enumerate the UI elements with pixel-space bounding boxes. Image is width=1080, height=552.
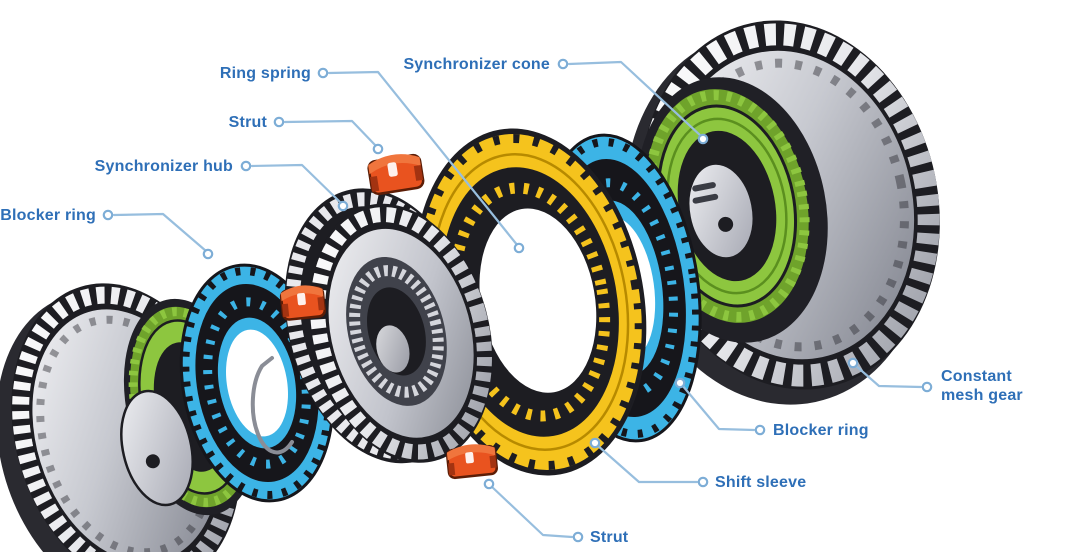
leader-dot — [557, 58, 569, 70]
callout-strut-bottom: Strut — [483, 478, 629, 546]
synchronizer-hub-label: Synchronizer hub — [95, 158, 233, 175]
leader-line — [489, 484, 574, 539]
constant-mesh-gear-label-line2: mesh gear — [941, 387, 1023, 404]
strut-top-part — [367, 153, 425, 196]
strut-bottom-label: Strut — [590, 529, 629, 546]
leader-dot — [921, 381, 933, 393]
gear-bore-left — [120, 389, 194, 507]
synchronizer-hub-part — [284, 188, 493, 464]
sleeve-hole — [479, 208, 597, 393]
leader-line — [250, 163, 343, 205]
leader-line — [853, 363, 923, 389]
hub-bore-glint — [376, 325, 410, 373]
blocker-ring-right-label: Blocker ring — [773, 422, 869, 439]
leader-line — [595, 443, 699, 484]
leader-line — [283, 119, 378, 148]
leader-dot — [202, 248, 214, 260]
ring-spring-label: Ring spring — [220, 65, 311, 82]
callout-shift-sleeve: Shift sleeve — [589, 437, 806, 491]
bore-slot — [692, 193, 719, 204]
constant-mesh-gear-label-line1: Constant — [941, 368, 1012, 385]
callout-strut-top: Strut — [229, 114, 384, 155]
bore-hole — [145, 454, 160, 469]
gear-teeth — [640, 23, 940, 387]
strut-tab — [413, 165, 424, 181]
strut-slot — [465, 452, 474, 464]
strut-top-label: Strut — [229, 114, 268, 131]
leader-dot — [483, 478, 495, 490]
sleeve-notches — [416, 133, 644, 471]
bore-slot — [692, 182, 716, 192]
leader-dot — [674, 377, 686, 389]
callout-synchronizer-cone: Synchronizer cone — [403, 56, 709, 145]
leader-dot — [273, 116, 285, 128]
bore-hole — [718, 216, 734, 232]
leader-dot — [589, 437, 601, 449]
leader-dot — [317, 67, 329, 79]
shift-sleeve-label: Shift sleeve — [715, 474, 806, 491]
callout-blocker-ring-right: Blocker ring — [674, 377, 869, 439]
callout-ring-spring: Ring spring — [220, 65, 525, 254]
strut-slot — [297, 292, 306, 306]
leader-dot — [572, 531, 584, 543]
strut-bottom-part — [446, 444, 498, 480]
leader-dot — [240, 160, 252, 172]
leader-dot — [754, 424, 766, 436]
strut-tab — [370, 175, 380, 192]
strut-middle-part — [279, 285, 327, 321]
strut-slot — [387, 162, 398, 177]
callout-constant-mesh-gear: Constant mesh gear — [847, 357, 1023, 404]
strut-tab — [317, 296, 325, 311]
ring-spring-wire — [250, 356, 294, 455]
blocker-ring-left-label: Blocker ring — [0, 207, 96, 224]
bore-face — [120, 389, 194, 507]
leader-dot — [697, 133, 709, 145]
leader-dot — [102, 209, 114, 221]
leader-dot — [513, 242, 525, 254]
leader-dot — [337, 200, 349, 212]
leader-dot — [372, 143, 384, 155]
hub-splines — [349, 265, 444, 398]
leader-line — [327, 70, 520, 248]
leader-dot — [697, 476, 709, 488]
strut-tab — [281, 303, 290, 318]
strut-tab — [448, 462, 456, 476]
callout-synchronizer-hub: Synchronizer hub — [95, 158, 349, 212]
synchronizer-cone-label: Synchronizer cone — [403, 56, 550, 73]
strut-top-face — [368, 154, 421, 175]
strut-tab — [489, 455, 497, 469]
ring-spring-left — [250, 356, 294, 455]
gear-bore-right — [687, 162, 755, 260]
leader-line — [112, 212, 208, 253]
leader-line — [680, 383, 756, 432]
ring-teardrops — [561, 178, 679, 398]
hub-front-teeth — [310, 207, 492, 460]
leader-line — [567, 60, 703, 138]
callout-blocker-ring-left: Blocker ring — [0, 207, 214, 260]
leader-dot — [847, 357, 859, 369]
